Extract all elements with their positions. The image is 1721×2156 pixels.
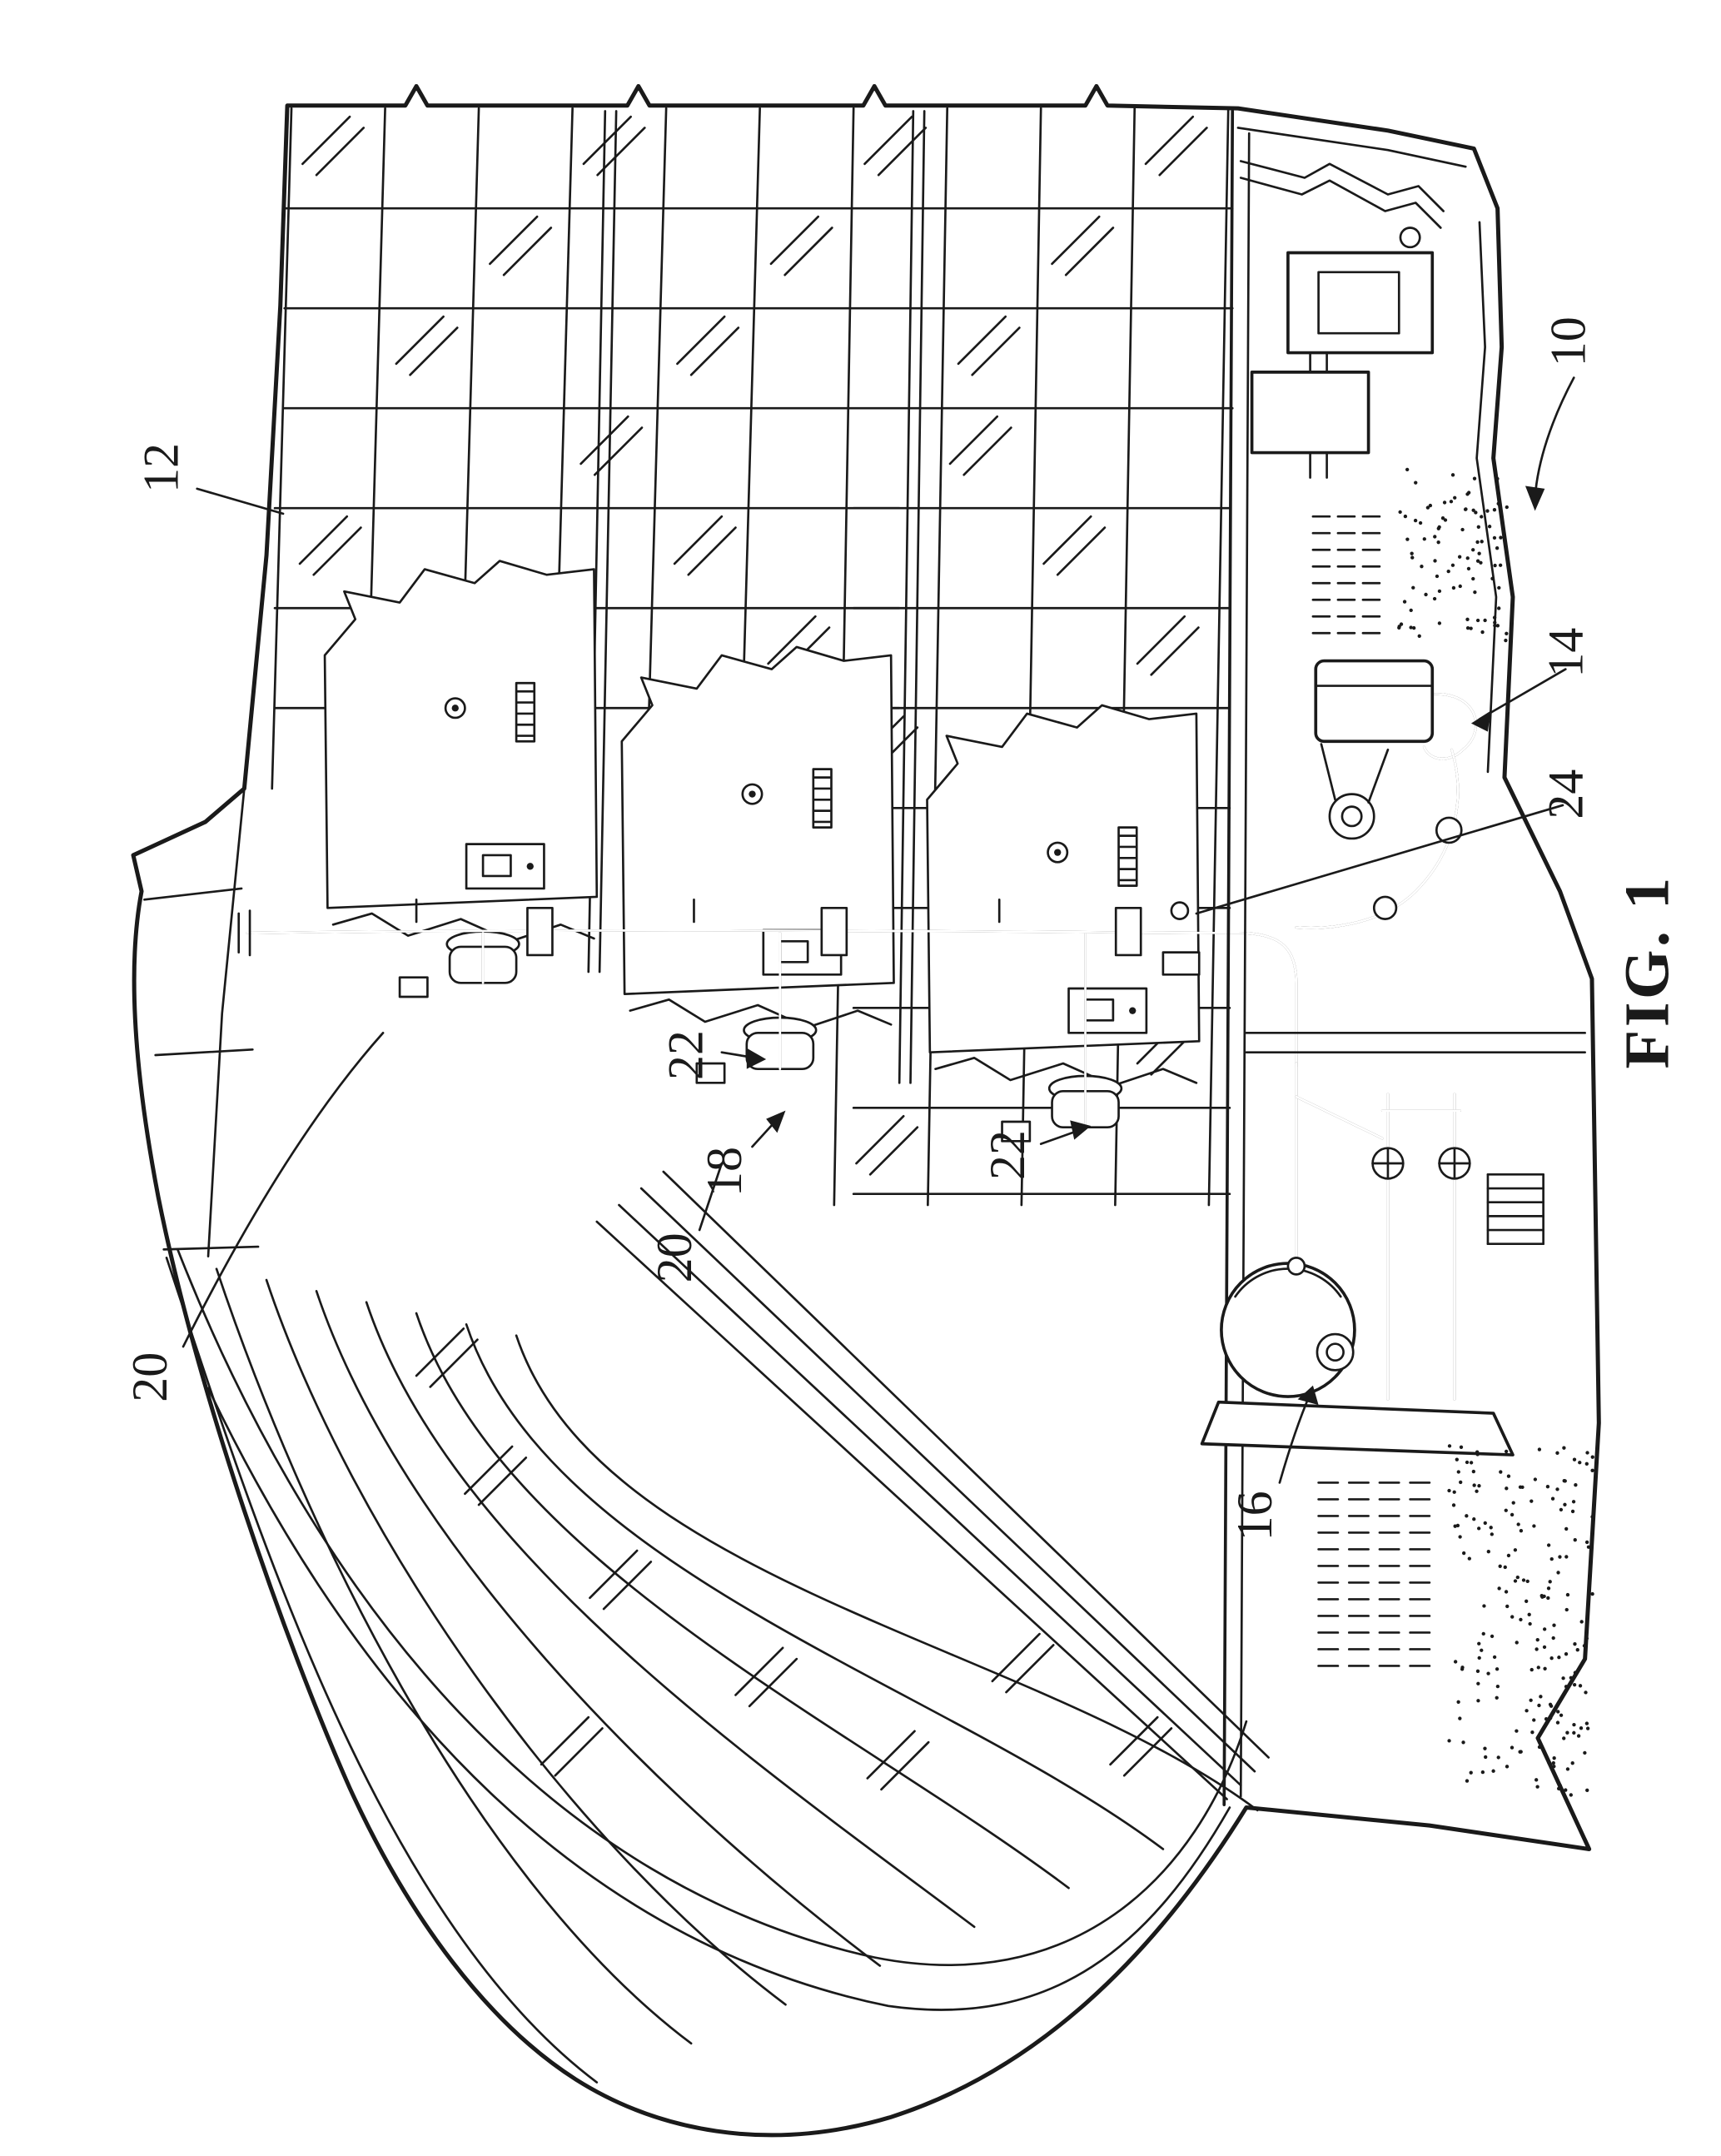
leader-20b: [698, 1162, 724, 1232]
ref-label-16: 16: [1227, 1491, 1282, 1541]
reference-labels: 12 10 14 24 20 20 18 22 22 16 FIG. 1: [122, 316, 1683, 1541]
ref-label-12: 12: [133, 443, 188, 493]
ref-label-22b: 22: [980, 1130, 1035, 1180]
arrowhead-22b: [1070, 1120, 1092, 1140]
hull-inner-lines: [143, 127, 1498, 1258]
ref-label-18: 18: [697, 1147, 752, 1197]
waste-drain-piping: [237, 693, 1544, 1401]
pressure-bulkhead: [1222, 109, 1586, 1806]
insulation-stipple: [1311, 467, 1594, 1797]
arrowhead-22a: [746, 1048, 767, 1069]
lavatory-modules: [323, 560, 1201, 1143]
arrowhead-16: [1297, 1385, 1319, 1406]
drain-line-fitting: [1161, 901, 1201, 976]
ref-label-22a: 22: [658, 1030, 713, 1080]
arrowhead-18: [766, 1110, 786, 1133]
leader-24: [1195, 804, 1564, 915]
waste-tank-assembly: [1200, 1147, 1515, 1456]
overhead-equipment-unit: [1239, 160, 1445, 479]
ref-label-24: 24: [1538, 769, 1593, 819]
leader-12: [196, 487, 285, 515]
ref-label-20a: 20: [122, 1352, 177, 1402]
arrowhead-14: [1470, 710, 1491, 732]
leader-20a: [182, 1031, 385, 1348]
fuselage-outline: [131, 83, 1601, 2138]
figure-caption: FIG. 1: [1612, 875, 1683, 1069]
ref-label-10: 10: [1541, 316, 1596, 366]
ref-label-20b: 20: [647, 1232, 702, 1282]
hull-skin-curves: [165, 1170, 1270, 2084]
arrowhead-10: [1525, 485, 1545, 511]
leader-lines: [182, 376, 1575, 1484]
leader-10: [1534, 376, 1575, 499]
ref-label-14: 14: [1538, 628, 1593, 678]
leader-14: [1478, 668, 1567, 720]
vacuum-generator-unit: [1314, 659, 1463, 920]
